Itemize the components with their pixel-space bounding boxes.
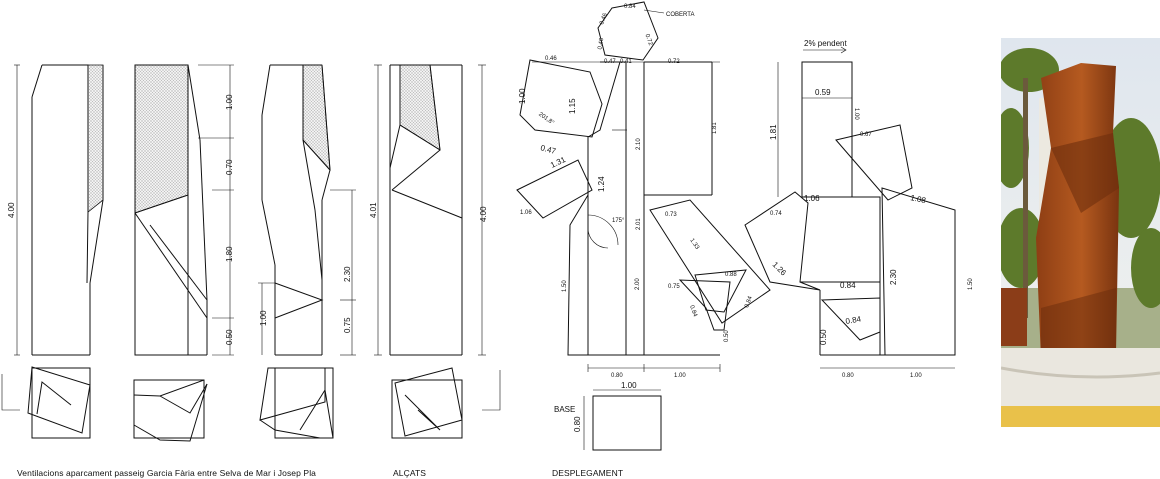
dim-r-1-00-bottom: 1.00 bbox=[910, 373, 922, 379]
dim-r-0-50: 0.50 bbox=[819, 329, 828, 345]
dim-1-15: 1.15 bbox=[568, 98, 577, 114]
dim-1-33: 1.33 bbox=[688, 238, 700, 252]
dim-r-1-08: 1.08 bbox=[910, 193, 928, 205]
dim-1-50-left: 1.50 bbox=[562, 280, 568, 292]
caption-unfolding: DESPLEGAMENT bbox=[552, 468, 623, 478]
dim-0-73: 0.73 bbox=[665, 212, 677, 218]
dim-2-10: 2.10 bbox=[636, 138, 642, 150]
dim-r-0-84-b: 0.84 bbox=[845, 314, 862, 326]
dim-1-00-b: 1.00 bbox=[259, 310, 268, 326]
dim-0-70: 0.70 bbox=[225, 159, 234, 175]
unfolding-right: 2% pendent 0.59 1.00 1.81 0.74 1.26 1.06… bbox=[744, 39, 974, 379]
dim-coberta-046b: 0.46 bbox=[597, 37, 605, 50]
dim-1-00-flap: 1.00 bbox=[518, 88, 527, 104]
dim-coberta-084: 0.84 bbox=[624, 4, 636, 10]
elevation-4: 4.01 4.00 bbox=[369, 64, 501, 439]
dim-2-30: 2.30 bbox=[343, 266, 352, 282]
tower-photo bbox=[1001, 38, 1160, 427]
dim-r-1-26: 1.26 bbox=[771, 260, 789, 278]
base-width: 1.00 bbox=[621, 381, 637, 390]
dim-0-75: 0.75 bbox=[343, 317, 352, 333]
dim-2-01: 2.01 bbox=[636, 218, 642, 230]
caption-title: Ventilacions aparcament passeig Garcia F… bbox=[17, 468, 316, 478]
dim-1-00: 1.00 bbox=[225, 94, 234, 110]
elevation-3: 1.00 2.30 0.75 bbox=[258, 64, 356, 439]
dim-top-046: 0.46 bbox=[545, 56, 557, 62]
dim-r-1-50: 1.50 bbox=[968, 278, 974, 290]
dim-r-1-81: 1.81 bbox=[769, 124, 778, 140]
elevation-1: 4.00 bbox=[1, 64, 104, 439]
coberta-label: COBERTA bbox=[666, 12, 694, 18]
dim-0-50-unf: 0.50 bbox=[724, 330, 730, 342]
dim-1-24: 1.24 bbox=[597, 176, 606, 192]
dim-0-80-bottom: 0.80 bbox=[611, 373, 623, 379]
dim-r-0-84: 0.84 bbox=[840, 281, 856, 290]
dim-1-81: 1.81 bbox=[712, 122, 718, 134]
base-label: BASE bbox=[554, 405, 575, 414]
dim-0-84-c: 0.84 bbox=[744, 295, 754, 309]
base-height: 0.80 bbox=[573, 416, 582, 432]
elevation-1-height: 4.00 bbox=[7, 202, 16, 218]
dim-r-0-80-bottom: 0.80 bbox=[842, 373, 854, 379]
dim-r-1-00: 1.00 bbox=[853, 108, 859, 120]
dim-1-80: 1.80 bbox=[225, 246, 234, 262]
elevation-2: 1.00 0.70 1.80 0.50 bbox=[133, 64, 234, 442]
dim-r-1-06: 1.06 bbox=[804, 194, 820, 203]
angle-175: 175° bbox=[612, 218, 625, 224]
dim-1-00-bottom: 1.00 bbox=[674, 373, 686, 379]
dim-r-2-30: 2.30 bbox=[889, 269, 898, 285]
dim-047-flap: 0.47 bbox=[539, 143, 557, 156]
unfolding-left: 0.84 0.46 0.72 0.46 COBERTA 0.46 0.47 0.… bbox=[516, 1, 771, 451]
dim-2-00: 2.00 bbox=[635, 278, 641, 290]
dim-r-0-74: 0.74 bbox=[770, 211, 782, 217]
dim-r-0-67: 0.67 bbox=[860, 132, 872, 138]
caption-elevations: ALÇATS bbox=[393, 468, 426, 478]
elevation-4-height-right: 4.00 bbox=[479, 206, 488, 222]
dim-0-75-unf: 0.75 bbox=[668, 284, 680, 290]
pendent-label: 2% pendent bbox=[804, 39, 847, 48]
dim-coberta-046: 0.46 bbox=[599, 12, 609, 26]
dim-0-50: 0.50 bbox=[225, 329, 234, 345]
dim-1-06-left: 1.06 bbox=[520, 210, 532, 216]
dim-0-84-b: 0.84 bbox=[688, 305, 698, 319]
dim-1-31: 1.31 bbox=[549, 155, 567, 170]
elevation-4-height-left: 4.01 bbox=[369, 202, 378, 218]
dim-coberta-072: 0.72 bbox=[644, 33, 654, 47]
angle-201: 201,8° bbox=[537, 112, 555, 127]
dim-r-0-59: 0.59 bbox=[815, 88, 831, 97]
dim-0-88: 0.88 bbox=[725, 272, 737, 278]
